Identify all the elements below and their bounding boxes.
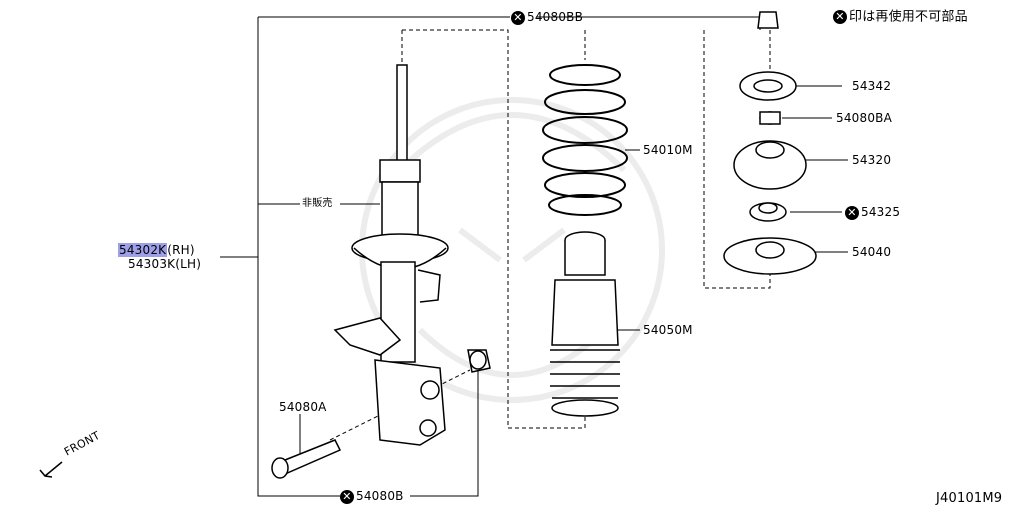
legend-text: 印は再使用不可部品 bbox=[849, 9, 968, 25]
non-reusable-mark-icon: ✕ bbox=[833, 10, 847, 24]
dust-boot bbox=[550, 231, 620, 417]
label-54080BA[interactable]: 54080BA bbox=[836, 111, 893, 125]
label-54040[interactable]: 54040 bbox=[852, 245, 892, 259]
coil-spring bbox=[542, 64, 628, 216]
assembly-bracket bbox=[220, 16, 761, 497]
leader-lines bbox=[299, 85, 848, 455]
strut-assembly bbox=[333, 64, 449, 446]
label-54050M[interactable]: 54050M bbox=[643, 323, 693, 337]
non-reusable-mark-icon: ✕ bbox=[511, 10, 525, 25]
label-not-for-sale: 非販売 bbox=[302, 198, 333, 209]
label-54080B[interactable]: ✕54080B bbox=[340, 489, 404, 504]
label-54080BB[interactable]: ✕54080BB bbox=[511, 10, 583, 25]
lower-bolt bbox=[271, 349, 491, 479]
label-strut-rh[interactable]: 54302K(RH) bbox=[118, 243, 195, 257]
diagram-id: J40101M9 bbox=[936, 491, 1003, 506]
label-54342[interactable]: 54342 bbox=[852, 79, 892, 93]
label-54080A[interactable]: 54080A bbox=[279, 400, 327, 414]
label-54010M[interactable]: 54010M bbox=[643, 143, 693, 157]
label-strut-lh[interactable]: 54303K(LH) bbox=[128, 257, 202, 271]
reuse-legend: ✕印は再使用不可部品 bbox=[833, 10, 968, 25]
non-reusable-mark-icon: ✕ bbox=[845, 205, 859, 220]
label-54325[interactable]: ✕54325 bbox=[845, 205, 900, 220]
strut-rh-code: 54302K bbox=[118, 243, 168, 257]
front-arrow-icon bbox=[39, 461, 63, 478]
strut-rh-side: (RH) bbox=[167, 243, 195, 257]
top-mount-parts bbox=[723, 11, 817, 275]
non-reusable-mark-icon: ✕ bbox=[340, 489, 354, 504]
label-54320[interactable]: 54320 bbox=[852, 153, 892, 167]
